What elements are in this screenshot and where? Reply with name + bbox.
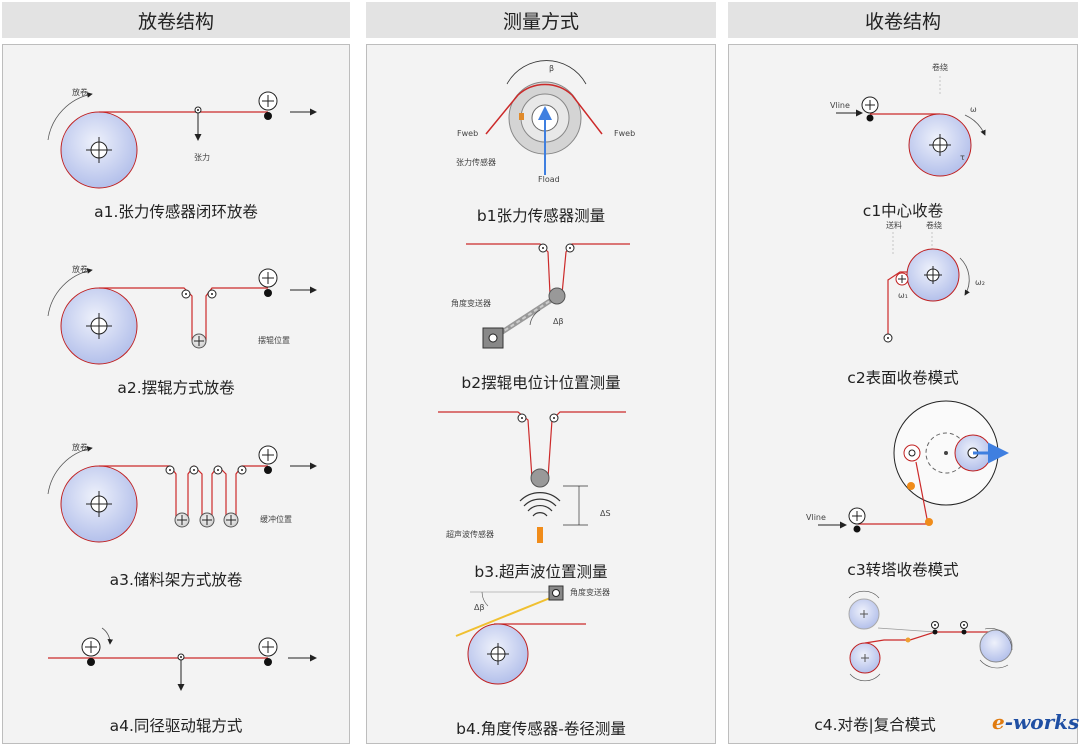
label-f-load: Fload [538,175,560,184]
label-delta-small: Δβ [474,603,485,612]
label-omega2: ω₂ [975,278,985,287]
label-beta: β [549,64,554,73]
caption-b4: b4.角度传感器-卷径测量 [456,720,626,738]
header-unwind: 放卷结构 [2,2,350,38]
label-vline-3: Vline [806,513,826,522]
label-baigun-pos: 摆辊位置 [258,335,290,345]
diagram-b2: Δβ 角度变送器 [451,243,630,349]
diagram-a1: 放卷 张力 [47,87,317,189]
label-vline-1: Vline [830,101,850,110]
diagram-b1: β Fweb Fweb 张力传感器 Fload [456,60,635,184]
diagram-c3: Vline [806,400,1009,533]
diagram-a4 [48,627,317,691]
caption-a3: a3.储料架方式放卷 [109,571,243,589]
panel-measure [366,44,716,744]
label-omega: ω [970,105,977,114]
panel-unwind [2,44,350,744]
diagram-c2: 送料 卷绕 ω₁ ω₂ [883,220,985,343]
label-juantong: 卷绕 [932,62,948,72]
label-juanrao2: 卷绕 [926,220,942,230]
caption-b2: b2摆辊电位计位置测量 [461,374,621,392]
diagram-c4 [848,590,1013,682]
caption-b1: b1张力传感器测量 [476,207,606,225]
caption-a4: a4.同径驱动辊方式 [109,717,243,735]
caption-b3: b3.超声波位置测量 [474,563,608,581]
label-angle-transducer: 角度变送器 [451,298,491,308]
label-fangjuan-a3: 放卷 [72,442,88,452]
diagram-a3: 放卷 缓冲位置 [47,442,317,543]
label-huanchong-pos: 缓冲位置 [260,514,292,524]
caption-c3: c3转塔收卷模式 [847,561,959,579]
label-tau: τ [960,153,965,162]
header-rewind: 收卷结构 [728,2,1078,38]
diagram-b3: ΔS 超声波传感器 [438,411,626,543]
label-f-web-left: Fweb [457,129,478,138]
label-f-web-right: Fweb [614,129,635,138]
label-zhangli: 张力 [194,152,210,162]
label-liaoliao: 送料 [886,220,902,230]
label-angle-sensor: 角度变送器 [570,587,610,597]
label-delta-s: ΔS [600,509,611,518]
caption-c4: c4.对卷|复合模式 [814,716,936,734]
label-omega1: ω₁ [898,291,908,300]
caption-c1: c1中心收卷 [862,202,944,220]
label-fangjuan-a2: 放卷 [72,264,88,274]
panel-rewind [728,44,1078,744]
label-ultrasonic-sensor: 超声波传感器 [446,529,494,539]
diagram-c1: 卷绕 Vline ω τ [830,62,986,177]
caption-c2: c2表面收卷模式 [847,369,959,387]
diagram-b4: Δβ 角度变送器 [455,585,610,685]
label-tension-sensor: 张力传感器 [456,157,496,167]
label-delta-beta-b2: Δβ [553,317,564,326]
diagram-a2: 放卷 摆辊位置 [47,264,317,365]
caption-a1: a1.张力传感器闭环放卷 [94,203,258,221]
header-measure: 测量方式 [366,2,716,38]
eworks-logo: e-works [992,710,1080,734]
caption-a2: a2.摆辊方式放卷 [117,379,235,397]
label-fangjuan-a1: 放卷 [72,87,88,97]
